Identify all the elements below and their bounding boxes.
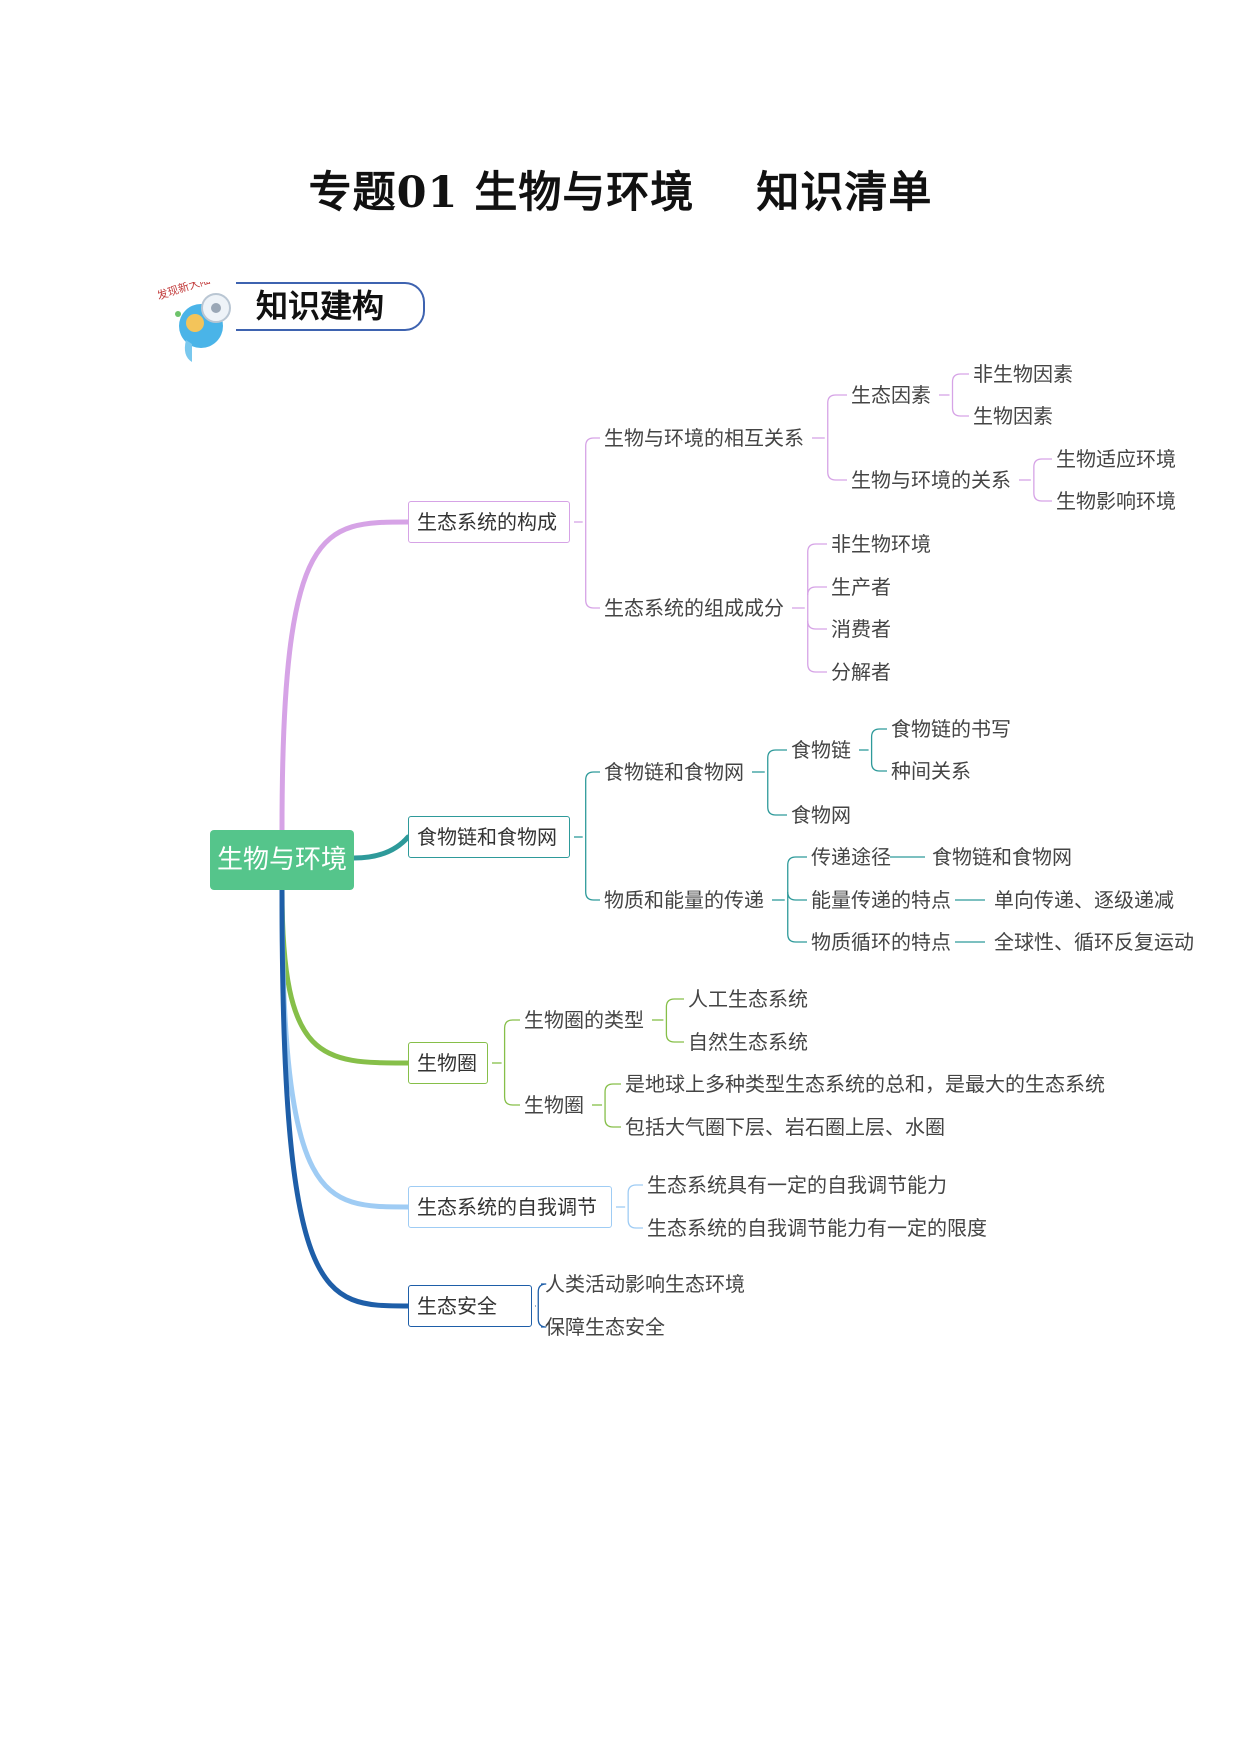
node-0-0-0: 生态因素 [851, 383, 931, 407]
page-title: 专题01 生物与环境 知识清单 [0, 158, 1241, 220]
connector-3-x [616, 1184, 643, 1229]
root-connector-0 [279, 519, 411, 833]
node-1-1-2-0: 全球性、循环反复运动 [994, 930, 1194, 954]
node-1-0-0-1: 种间关系 [891, 759, 971, 783]
connector-2-1-x [592, 1083, 621, 1128]
node-0-0-1: 生物与环境的关系 [851, 468, 1011, 492]
node-0-0-1-1: 生物影响环境 [1056, 489, 1176, 513]
node-4-0: 人类活动影响生态环境 [545, 1272, 745, 1296]
node-0-1-0: 非生物环境 [831, 532, 931, 556]
section-badge: 知识建构 [236, 282, 425, 331]
connector-0-x [574, 437, 600, 609]
node-0-1-1: 生产者 [831, 575, 891, 599]
root-connector-2 [279, 887, 411, 1066]
node-3-1: 生态系统的自我调节能力有一定的限度 [647, 1216, 987, 1240]
connector-1-x [574, 771, 600, 901]
connector-0-0-x [812, 394, 847, 481]
node-2-1: 生物圈 [524, 1093, 584, 1117]
node-2-0-1: 自然生态系统 [688, 1030, 808, 1054]
root-node: 生物与环境 [210, 830, 354, 890]
connector-1-1-x [772, 856, 807, 943]
node-0-0-1-0: 生物适应环境 [1056, 447, 1176, 471]
mascot-icon: 发现新大陆 [156, 282, 231, 362]
node-1-1-0-0: 食物链和食物网 [932, 845, 1072, 869]
node-2-1-0: 是地球上多种类型生态系统的总和，是最大的生态系统 [625, 1072, 1105, 1096]
node-0-0-0-1: 生物因素 [973, 404, 1053, 428]
node-1-0-0-0: 食物链的书写 [891, 717, 1011, 741]
node-1-1-1: 能量传递的特点 [811, 888, 951, 912]
connector-4-x [535, 1283, 547, 1328]
node-2-0-0: 人工生态系统 [688, 987, 808, 1011]
title-sub: 知识清单 [756, 168, 933, 218]
branch-node-0: 生态系统的构成 [408, 501, 570, 543]
title-main: 专题01 生物与环境 [308, 168, 695, 218]
branch-node-4: 生态安全 [408, 1285, 532, 1327]
node-1-0-0: 食物链 [791, 738, 851, 762]
connector-2-0-x [652, 998, 684, 1043]
node-1-1-0: 传递途径 [811, 845, 891, 869]
node-0-1: 生态系统的组成成分 [604, 596, 784, 620]
connector-0-1-x [792, 543, 827, 673]
connector-2-x [492, 1019, 520, 1106]
node-1-1-2: 物质循环的特点 [811, 930, 951, 954]
node-0-1-2: 消费者 [831, 617, 891, 641]
root-connector-4 [279, 887, 411, 1309]
node-1-0: 食物链和食物网 [604, 760, 744, 784]
node-0-1-3: 分解者 [831, 660, 891, 684]
node-2-1-1: 包括大气圈下层、岩石圈上层、水圈 [625, 1115, 945, 1139]
branch-node-3: 生态系统的自我调节 [408, 1186, 612, 1228]
connector-1-0-0-x [859, 728, 887, 772]
branch-node-1: 食物链和食物网 [408, 816, 570, 858]
connector-0-0-0-x [939, 373, 969, 417]
node-0-0-0-0: 非生物因素 [973, 362, 1073, 386]
root-connector-3 [279, 887, 411, 1210]
node-0-0: 生物与环境的相互关系 [604, 426, 804, 450]
node-1-1: 物质和能量的传递 [604, 888, 764, 912]
node-2-0: 生物圈的类型 [524, 1008, 644, 1032]
branch-node-2: 生物圈 [408, 1042, 488, 1084]
connector-0-0-1-x [1019, 458, 1052, 502]
node-1-0-1: 食物网 [791, 803, 851, 827]
root-connector-1 [351, 834, 411, 861]
node-3-0: 生态系统具有一定的自我调节能力 [647, 1173, 947, 1197]
connector-1-0-x [752, 749, 787, 816]
node-4-1: 保障生态安全 [545, 1315, 665, 1339]
node-1-1-1-0: 单向传递、逐级递减 [994, 888, 1174, 912]
